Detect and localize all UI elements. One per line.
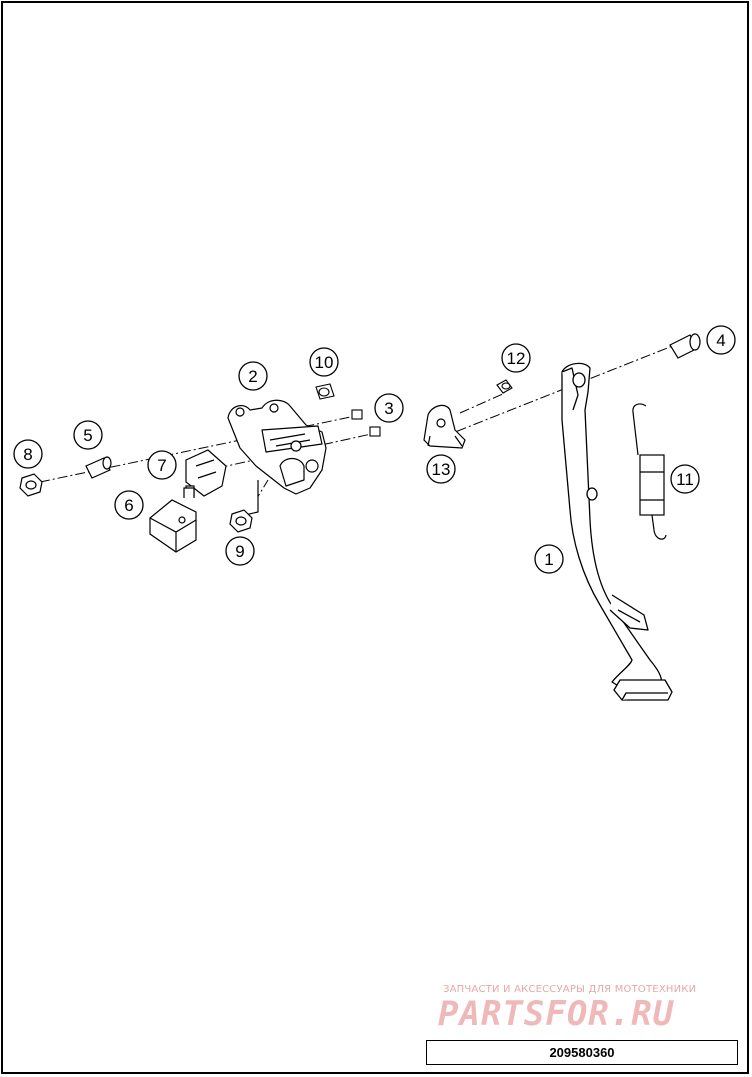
- callout-2-label: 2: [248, 367, 257, 386]
- callout-10-label: 10: [315, 353, 334, 372]
- callout-4: 4: [706, 325, 736, 355]
- spacer-part: [85, 456, 112, 479]
- nut-part: [19, 473, 43, 497]
- small-bolt-part: [496, 379, 513, 394]
- spring-part: [632, 403, 667, 540]
- callout-10: 10: [309, 347, 339, 377]
- bolt-part: [669, 333, 701, 359]
- callout-4-label: 4: [716, 331, 725, 350]
- nut-part-2: [229, 509, 253, 533]
- mounting-plate-part: [227, 399, 327, 516]
- callout-3: 3: [374, 393, 404, 423]
- cover-part: [149, 487, 197, 553]
- callout-3-label: 3: [384, 399, 393, 418]
- callout-8: 8: [13, 439, 43, 469]
- callout-8-label: 8: [23, 445, 32, 464]
- callout-6-label: 6: [124, 496, 133, 515]
- callout-5-label: 5: [83, 426, 92, 445]
- callout-9-label: 9: [235, 542, 244, 561]
- watermark-logo: PARTSFOR.RU: [438, 994, 675, 1034]
- callout-1: 1: [534, 544, 564, 574]
- callout-13: 13: [426, 454, 456, 484]
- callout-13-label: 13: [432, 460, 451, 479]
- callout-2: 2: [238, 361, 268, 391]
- callout-6: 6: [114, 490, 144, 520]
- switch-part: [185, 449, 227, 497]
- pin-part: [351, 409, 381, 437]
- callout-5: 5: [73, 420, 103, 450]
- callout-11: 11: [670, 464, 700, 494]
- watermark-tagline: ЗАПЧАСТИ И АКСЕССУАРЫ ДЛЯ МОТОТЕХНИКИ: [443, 984, 697, 995]
- bracket-part: [423, 404, 466, 449]
- side-stand-part: [561, 362, 673, 701]
- callout-12: 12: [501, 343, 531, 373]
- callout-12-label: 12: [507, 349, 526, 368]
- part-number-label: 209580360: [426, 1040, 738, 1065]
- callout-7: 7: [147, 450, 177, 480]
- callout-11-label: 11: [676, 470, 694, 489]
- sleeve-part: [315, 383, 335, 400]
- callout-1-label: 1: [544, 550, 553, 569]
- callout-7-label: 7: [157, 456, 166, 475]
- callout-9: 9: [225, 536, 255, 566]
